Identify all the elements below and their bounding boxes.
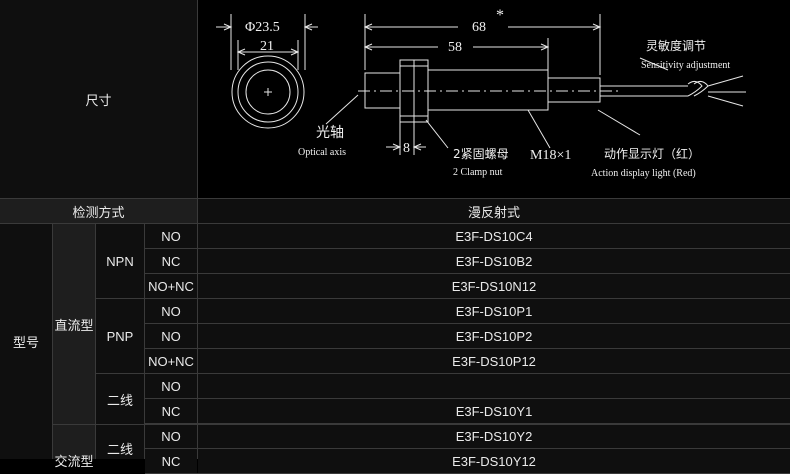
model-code-cell: E3F-DS10Y2: [198, 424, 790, 448]
ac-type-cell: 交流型: [53, 425, 95, 469]
clamp-nut-cn: 2紧固螺母: [453, 147, 509, 161]
output-type-cell: NC: [145, 449, 197, 473]
output-type-cell: NO: [145, 374, 197, 398]
detect-value-cell: 漫反射式: [198, 199, 790, 223]
npn-label: NPN: [106, 253, 134, 269]
output-type: NO: [161, 303, 181, 319]
size-label-cell: 尺寸: [0, 0, 197, 198]
dim-diameter: Φ23.5: [245, 20, 280, 35]
model-label-cell: 型号: [0, 224, 52, 459]
model-code-cell: E3F-DS10P12: [198, 349, 790, 373]
output-type: NO: [161, 328, 181, 344]
dim-58: 58: [448, 40, 462, 55]
output-type: NO+NC: [148, 278, 194, 294]
model-code-cell: E3F-DS10P2: [198, 324, 790, 348]
model-code: E3F-DS10C4: [455, 228, 533, 244]
npn-cell: NPN: [96, 224, 144, 298]
model-code-cell: E3F-DS10N12: [198, 274, 790, 298]
dimension-drawing: Φ23.5 21 68 * 58 8 光轴 Optical axis 2紧固螺母…: [198, 0, 790, 198]
output-type-cell: NO: [145, 324, 197, 348]
output-type: NC: [161, 453, 181, 469]
model-code-cell: E3F-DS10Y1: [198, 399, 790, 423]
model-code-cell: E3F-DS10P1: [198, 299, 790, 323]
thread-label: M18×1: [530, 148, 571, 163]
model-code-cell: [198, 374, 790, 398]
model-code: E3F-DS10P2: [455, 328, 533, 344]
detect-value: 漫反射式: [467, 204, 520, 220]
dim-8: 8: [403, 141, 410, 156]
output-type-cell: NC: [145, 249, 197, 273]
detect-label-cell: 检测方式: [0, 199, 197, 223]
two-wire-ac-cell: 二线: [96, 425, 144, 459]
output-type-cell: NO: [145, 224, 197, 248]
sensitivity-en: Sensitivity adjustment: [641, 60, 730, 71]
model-code: E3F-DS10Y1: [455, 403, 533, 419]
detect-label: 检测方式: [72, 204, 125, 220]
output-type: NO+NC: [148, 353, 194, 369]
output-type: NO: [161, 228, 181, 244]
action-light-en: Action display light (Red): [591, 168, 696, 179]
two-wire-dc-cell: 二线: [96, 374, 144, 424]
pnp-label: PNP: [106, 328, 134, 344]
model-label: 型号: [12, 335, 39, 350]
action-light-cn: 动作显示灯（红）: [604, 146, 700, 161]
sensitivity-cn: 灵敏度调节: [646, 38, 706, 53]
output-type-cell: NO+NC: [145, 274, 197, 298]
output-type-cell: NO: [145, 424, 197, 448]
output-type: NO: [161, 428, 181, 444]
dc-type-label: 直流型: [54, 317, 94, 333]
model-code-cell: E3F-DS10Y12: [198, 449, 790, 473]
dim-21: 21: [260, 39, 274, 54]
dc-type-cell: 直流型: [53, 224, 95, 424]
model-code: E3F-DS10Y12: [452, 453, 536, 469]
size-label: 尺寸: [85, 92, 112, 108]
sensor-drawing-svg: Φ23.5 21 68 * 58 8 光轴 Optical axis 2紧固螺母…: [216, 7, 746, 179]
model-code-cell: E3F-DS10B2: [198, 249, 790, 273]
model-code: E3F-DS10B2: [455, 253, 533, 269]
model-code-cell: E3F-DS10C4: [198, 224, 790, 248]
model-code: E3F-DS10P12: [452, 353, 536, 369]
optical-axis-en: Optical axis: [298, 147, 346, 158]
optical-axis-cn: 光轴: [316, 125, 344, 141]
pnp-cell: PNP: [96, 299, 144, 373]
output-type-cell: NO: [145, 299, 197, 323]
dim-star: *: [496, 7, 504, 24]
model-code: E3F-DS10P1: [455, 303, 533, 319]
model-code: E3F-DS10Y2: [455, 428, 533, 444]
output-type: NO: [161, 378, 181, 394]
clamp-nut-en: 2 Clamp nut: [453, 167, 503, 178]
two-wire-ac-label: 二线: [106, 442, 133, 457]
two-wire-dc-label: 二线: [106, 392, 133, 408]
dim-68: 68: [472, 20, 486, 35]
model-code: E3F-DS10N12: [451, 278, 537, 294]
output-type: NC: [161, 253, 181, 269]
output-type: NC: [161, 403, 181, 419]
output-type-cell: NC: [145, 399, 197, 423]
ac-type-label: 交流型: [54, 454, 94, 469]
output-type-cell: NO+NC: [145, 349, 197, 373]
